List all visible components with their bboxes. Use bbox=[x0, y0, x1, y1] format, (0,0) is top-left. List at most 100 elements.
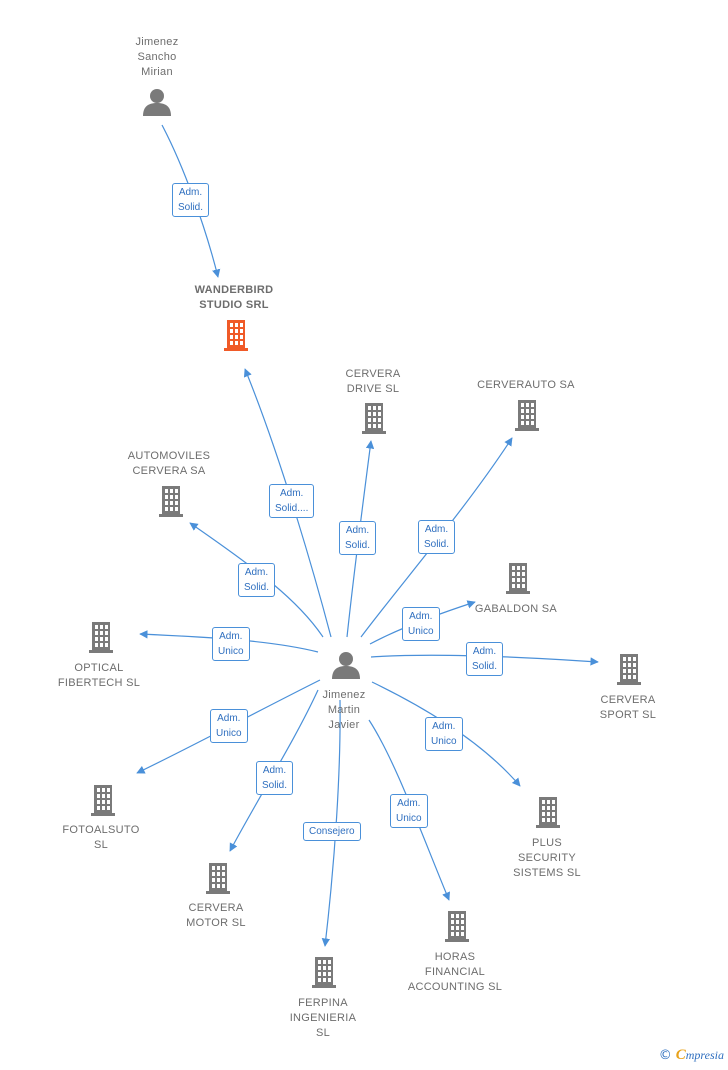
building-icon[interactable] bbox=[512, 398, 542, 437]
building-icon[interactable] bbox=[88, 783, 118, 822]
building-icon[interactable] bbox=[309, 955, 339, 994]
edge-label-line: Adm. bbox=[244, 567, 269, 578]
building-icon[interactable] bbox=[156, 484, 186, 523]
node-label-line: Jimenez bbox=[135, 36, 179, 48]
node-label-line: AUTOMOVILES bbox=[127, 450, 211, 462]
node-label-line: Javier bbox=[328, 719, 360, 731]
building-icon-graphic bbox=[617, 654, 641, 685]
building-icon[interactable] bbox=[203, 861, 233, 900]
building-icon[interactable] bbox=[614, 652, 644, 691]
edge-jmj-to-ferpina bbox=[321, 699, 341, 947]
edge-label-wanderbird[interactable]: Adm.Solid.... bbox=[269, 484, 315, 518]
node-label-line: FERPINA bbox=[298, 997, 348, 1009]
edge-label-ferpina[interactable]: Consejero bbox=[303, 822, 361, 841]
node-label-line: OPTICAL bbox=[74, 662, 124, 674]
node-label-cerverauto[interactable]: CERVERAUTO SA bbox=[451, 378, 601, 393]
copyright-symbol: © bbox=[658, 1048, 672, 1063]
edge-label-line: Adm. bbox=[345, 525, 370, 536]
node-label-line: Sancho bbox=[137, 51, 177, 63]
edge-label-line: Solid. bbox=[262, 780, 288, 791]
node-label-line: DRIVE SL bbox=[346, 383, 400, 395]
building-icon-graphic bbox=[515, 400, 539, 431]
node-label-line: FOTOALSUTO bbox=[62, 824, 140, 836]
node-label-line: CERVERA bbox=[188, 902, 244, 914]
edge-label-line: Solid.... bbox=[275, 503, 309, 514]
node-label-cervera-motor[interactable]: CERVERA MOTOR SL bbox=[141, 901, 291, 931]
node-label-line: GABALDON SA bbox=[474, 603, 558, 615]
node-label-line: WANDERBIRD bbox=[194, 284, 274, 296]
node-label-wanderbird[interactable]: WANDERBIRD STUDIO SRL bbox=[159, 283, 309, 313]
node-label-line: CERVERAUTO SA bbox=[477, 379, 575, 391]
node-label-line: CERVERA bbox=[345, 368, 401, 380]
edge-label-line: Solid. bbox=[424, 539, 450, 550]
node-label-optical[interactable]: OPTICAL FIBERTECH SL bbox=[24, 661, 174, 691]
person-icon[interactable] bbox=[142, 87, 172, 122]
edge-label-horas[interactable]: Adm.Unico bbox=[390, 794, 428, 828]
edge-label-optical[interactable]: Adm.Unico bbox=[212, 627, 250, 661]
building-icon[interactable] bbox=[86, 620, 116, 659]
node-label-cervera-drive[interactable]: CERVERA DRIVE SL bbox=[298, 367, 448, 397]
node-label-line: Martin bbox=[327, 704, 361, 716]
edge-label-line: Adm. bbox=[409, 611, 433, 622]
edge-label-line: Solid. bbox=[178, 202, 204, 213]
node-label-line: SISTEMS SL bbox=[513, 867, 581, 879]
building-icon-graphic bbox=[89, 622, 113, 653]
edge-label-wanderbird[interactable]: Adm. Solid. bbox=[172, 183, 210, 217]
edge-label-fotoalsuto[interactable]: Adm.Unico bbox=[210, 709, 248, 743]
building-icon-graphic bbox=[445, 911, 469, 942]
node-label-line: SPORT SL bbox=[599, 709, 657, 721]
building-icon[interactable] bbox=[503, 561, 533, 600]
node-label-line: STUDIO SRL bbox=[199, 299, 269, 311]
edge-label-line: Adm. bbox=[178, 187, 203, 198]
brand-initial: C bbox=[675, 1047, 686, 1063]
edge-label-line: Adm. bbox=[397, 798, 421, 809]
edge-label-line: Unico bbox=[216, 728, 242, 739]
edge-label-plus_security[interactable]: Adm.Unico bbox=[425, 717, 463, 751]
node-label-line: CERVERA SA bbox=[132, 465, 206, 477]
node-label-line: HORAS bbox=[434, 951, 476, 963]
edge-label-automoviles[interactable]: Adm. Solid. bbox=[238, 563, 276, 597]
building-icon[interactable] bbox=[533, 795, 563, 834]
building-icon-graphic bbox=[506, 563, 530, 594]
building-icon-graphic bbox=[206, 863, 230, 894]
building-icon-graphic bbox=[536, 797, 560, 828]
person-icon[interactable] bbox=[331, 650, 361, 685]
edge-label-line: Solid. bbox=[345, 540, 371, 551]
node-label-automoviles[interactable]: AUTOMOVILES CERVERA SA bbox=[94, 449, 244, 479]
edge-label-line: Consejero bbox=[309, 826, 355, 837]
node-label-line: FINANCIAL bbox=[424, 966, 486, 978]
brand-name: mpresia bbox=[685, 1048, 724, 1062]
node-label-gabaldon[interactable]: GABALDON SA bbox=[441, 602, 591, 617]
edge-label-line: Adm. bbox=[262, 765, 287, 776]
person-icon-graphic bbox=[143, 89, 171, 116]
edge-label-line: Solid. bbox=[244, 582, 270, 593]
node-label-line: MOTOR SL bbox=[186, 917, 246, 929]
building-icon[interactable] bbox=[359, 401, 389, 440]
node-label-line: FIBERTECH SL bbox=[57, 677, 141, 689]
edge-label-gabaldon[interactable]: Adm. Unico bbox=[402, 607, 440, 641]
footer-credit[interactable]: ©Cmpresia bbox=[659, 1047, 724, 1064]
edge-label-cerverauto[interactable]: Adm. Solid. bbox=[418, 520, 456, 554]
node-label-line: PLUS bbox=[532, 837, 562, 849]
building-icon[interactable] bbox=[442, 909, 472, 948]
edge-label-line: Adm. bbox=[424, 524, 449, 535]
building-icon[interactable] bbox=[221, 318, 251, 357]
edge-label-cervera_motor[interactable]: Adm. Solid. bbox=[256, 761, 294, 795]
edge-label-cervera_sport[interactable]: Adm.Solid. bbox=[466, 642, 504, 676]
edge-label-line: Unico bbox=[408, 626, 434, 637]
building-icon-graphic bbox=[224, 320, 248, 351]
building-icon-graphic bbox=[159, 486, 183, 517]
node-label-line: INGENIERIA bbox=[289, 1012, 357, 1024]
building-icon-graphic bbox=[312, 957, 336, 988]
node-label-line: Jimenez bbox=[322, 689, 366, 701]
edge-label-cervera_drive[interactable]: Adm. Solid. bbox=[339, 521, 377, 555]
building-icon-graphic bbox=[91, 785, 115, 816]
building-icon-graphic bbox=[362, 403, 386, 434]
